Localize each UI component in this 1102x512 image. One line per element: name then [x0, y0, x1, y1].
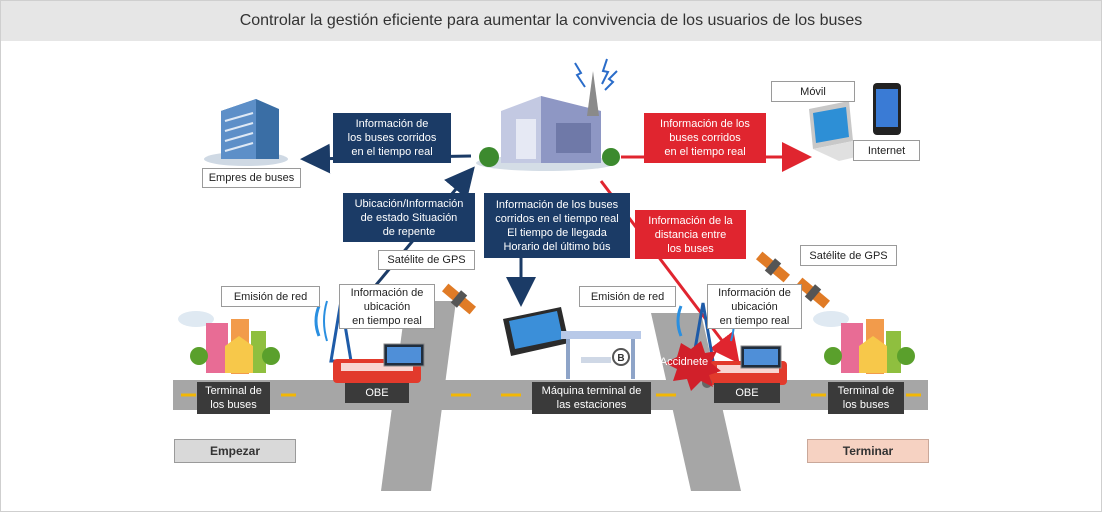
emision-right-label: Emisión de red — [579, 286, 676, 307]
ubicacion-right-label: Información de ubicación en tiempo real — [707, 284, 802, 329]
internet-label: Internet — [853, 140, 920, 161]
maquina-terminal-label: Máquina terminal de las estaciones — [532, 382, 651, 414]
end-label: Terminar — [807, 439, 929, 463]
ubicacion-left-label: Información de ubicación en tiempo real — [339, 284, 435, 329]
bus-stop-letter: B — [617, 353, 624, 364]
accident-label: Accidnete — [659, 356, 709, 368]
info-distancia-label: Información de la distancia entre los bu… — [635, 210, 746, 259]
building-icon — [204, 99, 288, 166]
ubicacion-estado-label: Ubicación/Información de estado Situació… — [343, 193, 475, 242]
terminal-left-label: Terminal de los buses — [197, 382, 270, 414]
empresa-label: Empres de buses — [202, 168, 301, 188]
gps-left-label: Satélite de GPS — [378, 250, 475, 270]
terminal-right-label: Terminal de los buses — [828, 382, 904, 414]
movil-label: Móvil — [771, 81, 855, 102]
page-title: Controlar la gestión eficiente para aume… — [239, 12, 863, 29]
satellite-icon — [441, 283, 477, 315]
satellite-icon — [795, 277, 831, 309]
server-hub-icon — [476, 96, 620, 171]
accident-icon — [665, 341, 721, 391]
kiosk-icon — [503, 307, 569, 356]
info-buses-left-label: Información de los buses corridos en el … — [333, 113, 451, 163]
info-buses-right-label: Información de los buses corridos en el … — [644, 113, 766, 163]
bus-icon — [333, 343, 425, 383]
gps-right-label: Satélite de GPS — [800, 245, 897, 266]
city-icon — [813, 311, 915, 374]
info-llegada-label: Información de los buses corridos en el … — [484, 193, 630, 258]
satellite-icon — [755, 251, 791, 283]
bus-stop-icon: B — [561, 331, 641, 379]
emision-left-label: Emisión de red — [221, 286, 320, 307]
obe-right-label: OBE — [714, 383, 780, 403]
smartphone-icon — [873, 83, 901, 135]
start-label: Empezar — [174, 439, 296, 463]
bus-icon — [702, 345, 787, 388]
city-icon — [178, 311, 280, 374]
obe-left-label: OBE — [345, 383, 409, 403]
title-bar: Controlar la gestión eficiente para aume… — [1, 1, 1101, 41]
antenna-icon — [574, 58, 618, 116]
